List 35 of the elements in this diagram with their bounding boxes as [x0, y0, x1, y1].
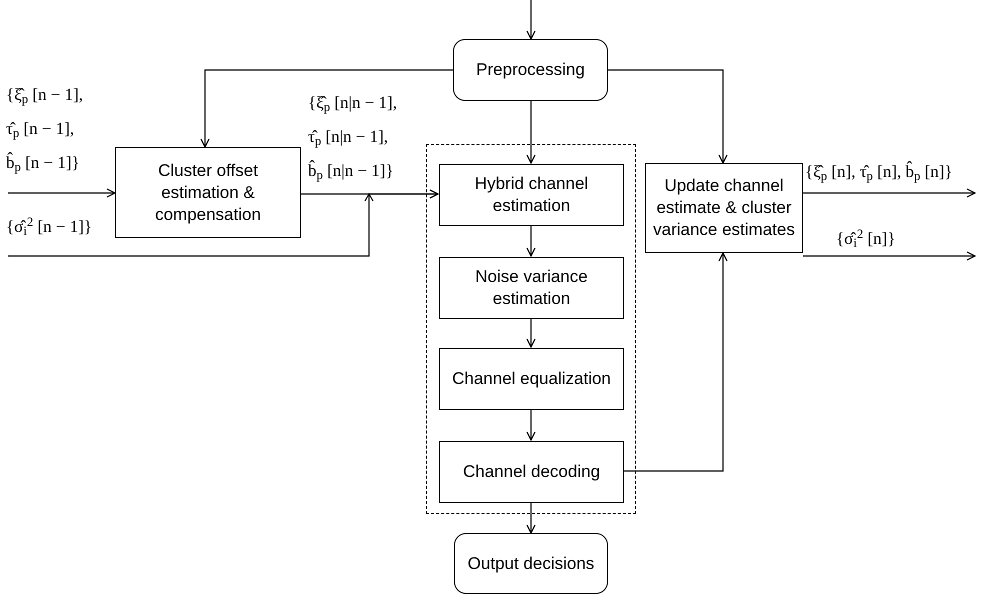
arrow — [526, 0, 536, 40]
edge-label: {ξ̂$_{p}$ [n], τ̂$_{p}$ [n], b̂$_{p}$ [n]} — [805, 160, 953, 186]
process-box — [439, 164, 624, 226]
arrow — [526, 101, 536, 164]
dashed-group-box — [426, 144, 636, 514]
node-text: Update channel estimate & cluster variance estimates — [652, 175, 796, 241]
node-text: Noise variance estimation — [474, 266, 589, 310]
arrow — [526, 409, 536, 441]
arrow — [8, 188, 116, 198]
edge-label: {σ̂$_{i}$$^{2}$ [n − 1]} — [6, 214, 92, 240]
arrow — [803, 251, 976, 261]
terminal-box — [454, 533, 608, 594]
process-box — [439, 441, 624, 503]
node-text: Preprocessing — [475, 59, 586, 81]
arrow — [803, 188, 976, 198]
node-text: Output decisions — [466, 552, 596, 574]
process-box — [439, 257, 624, 319]
node-text: Channel equalization — [451, 368, 612, 390]
node-text: Channel decoding — [462, 461, 602, 483]
process-box — [115, 147, 301, 238]
arrow — [526, 225, 536, 257]
process-box — [439, 348, 624, 410]
node-text: Cluster offset estimation & compensation — [154, 160, 262, 226]
arrow — [526, 318, 536, 348]
process-box — [645, 163, 803, 253]
terminal-box — [453, 39, 608, 101]
edge-label: {ξ̂$_{p}$ [n|n − 1], τ̂$_{p}$ [n|n − 1], b̂$_{p}$ [n|n − 1]} — [308, 92, 397, 184]
arrow — [608, 69, 728, 164]
arrow — [301, 189, 439, 199]
arrow — [526, 502, 536, 534]
edge-label: {ξ̂$_{p}$ [n − 1], τ̂$_{p}$ [n − 1], b̂$_{p}$ [n − 1]} — [6, 84, 84, 176]
arrow — [623, 252, 728, 472]
arrow — [200, 69, 453, 148]
node-text: Hybrid channel estimation — [474, 173, 590, 217]
edge-label: {σ̂$_{i}$$^{2}$ [n]} — [836, 226, 896, 252]
